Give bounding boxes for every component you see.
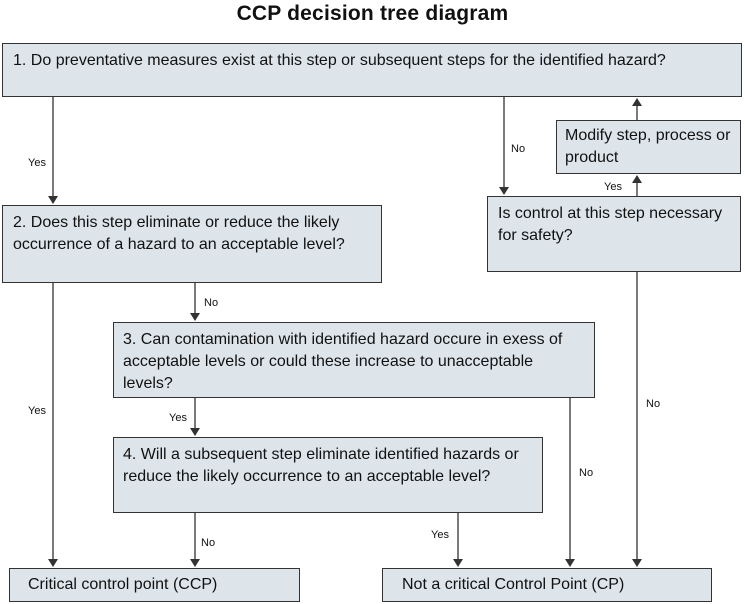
ccp-outcome-text: Critical control point (CCP) bbox=[28, 576, 218, 593]
diagram-title: CCP decision tree diagram bbox=[236, 2, 509, 25]
question-1-text: 1. Do preventative measures exist at thi… bbox=[13, 52, 666, 69]
question-3-box: 3. Can contamination with identified haz… bbox=[113, 322, 595, 398]
question-4-box: 4. Will a subsequent step eliminate iden… bbox=[113, 437, 543, 513]
control-necessary-box: Is control at this step necessary for sa… bbox=[487, 196, 741, 272]
label-q4-yes: Yes bbox=[431, 529, 449, 541]
label-q2-yes: Yes bbox=[28, 405, 46, 417]
label-q3-no: No bbox=[579, 467, 594, 479]
modify-step-text: Modify step, process or product bbox=[565, 127, 731, 166]
label-control-yes: Yes bbox=[604, 181, 622, 193]
not-ccp-outcome-text: Not a critical Control Point (CP) bbox=[402, 576, 625, 593]
question-4-text: 4. Will a subsequent step eliminate iden… bbox=[123, 446, 519, 485]
label-q1-no: No bbox=[511, 143, 526, 155]
label-q2-no: No bbox=[204, 297, 219, 309]
question-1-box: 1. Do preventative measures exist at thi… bbox=[2, 43, 742, 97]
question-2-text: 2. Does this step eliminate or reduce th… bbox=[13, 214, 345, 253]
label-q1-yes: Yes bbox=[28, 157, 46, 169]
label-q4-no: No bbox=[201, 537, 216, 549]
label-q3-yes: Yes bbox=[169, 412, 187, 424]
modify-step-box: Modify step, process or product bbox=[556, 120, 741, 174]
control-necessary-text: Is control at this step necessary for sa… bbox=[498, 205, 723, 244]
label-control-no: No bbox=[646, 398, 661, 410]
question-2-box: 2. Does this step eliminate or reduce th… bbox=[2, 205, 382, 283]
question-3-text: 3. Can contamination with identified haz… bbox=[123, 331, 563, 392]
ccp-outcome-box: Critical control point (CCP) bbox=[9, 568, 300, 602]
not-ccp-outcome-box: Not a critical Control Point (CP) bbox=[382, 568, 712, 602]
